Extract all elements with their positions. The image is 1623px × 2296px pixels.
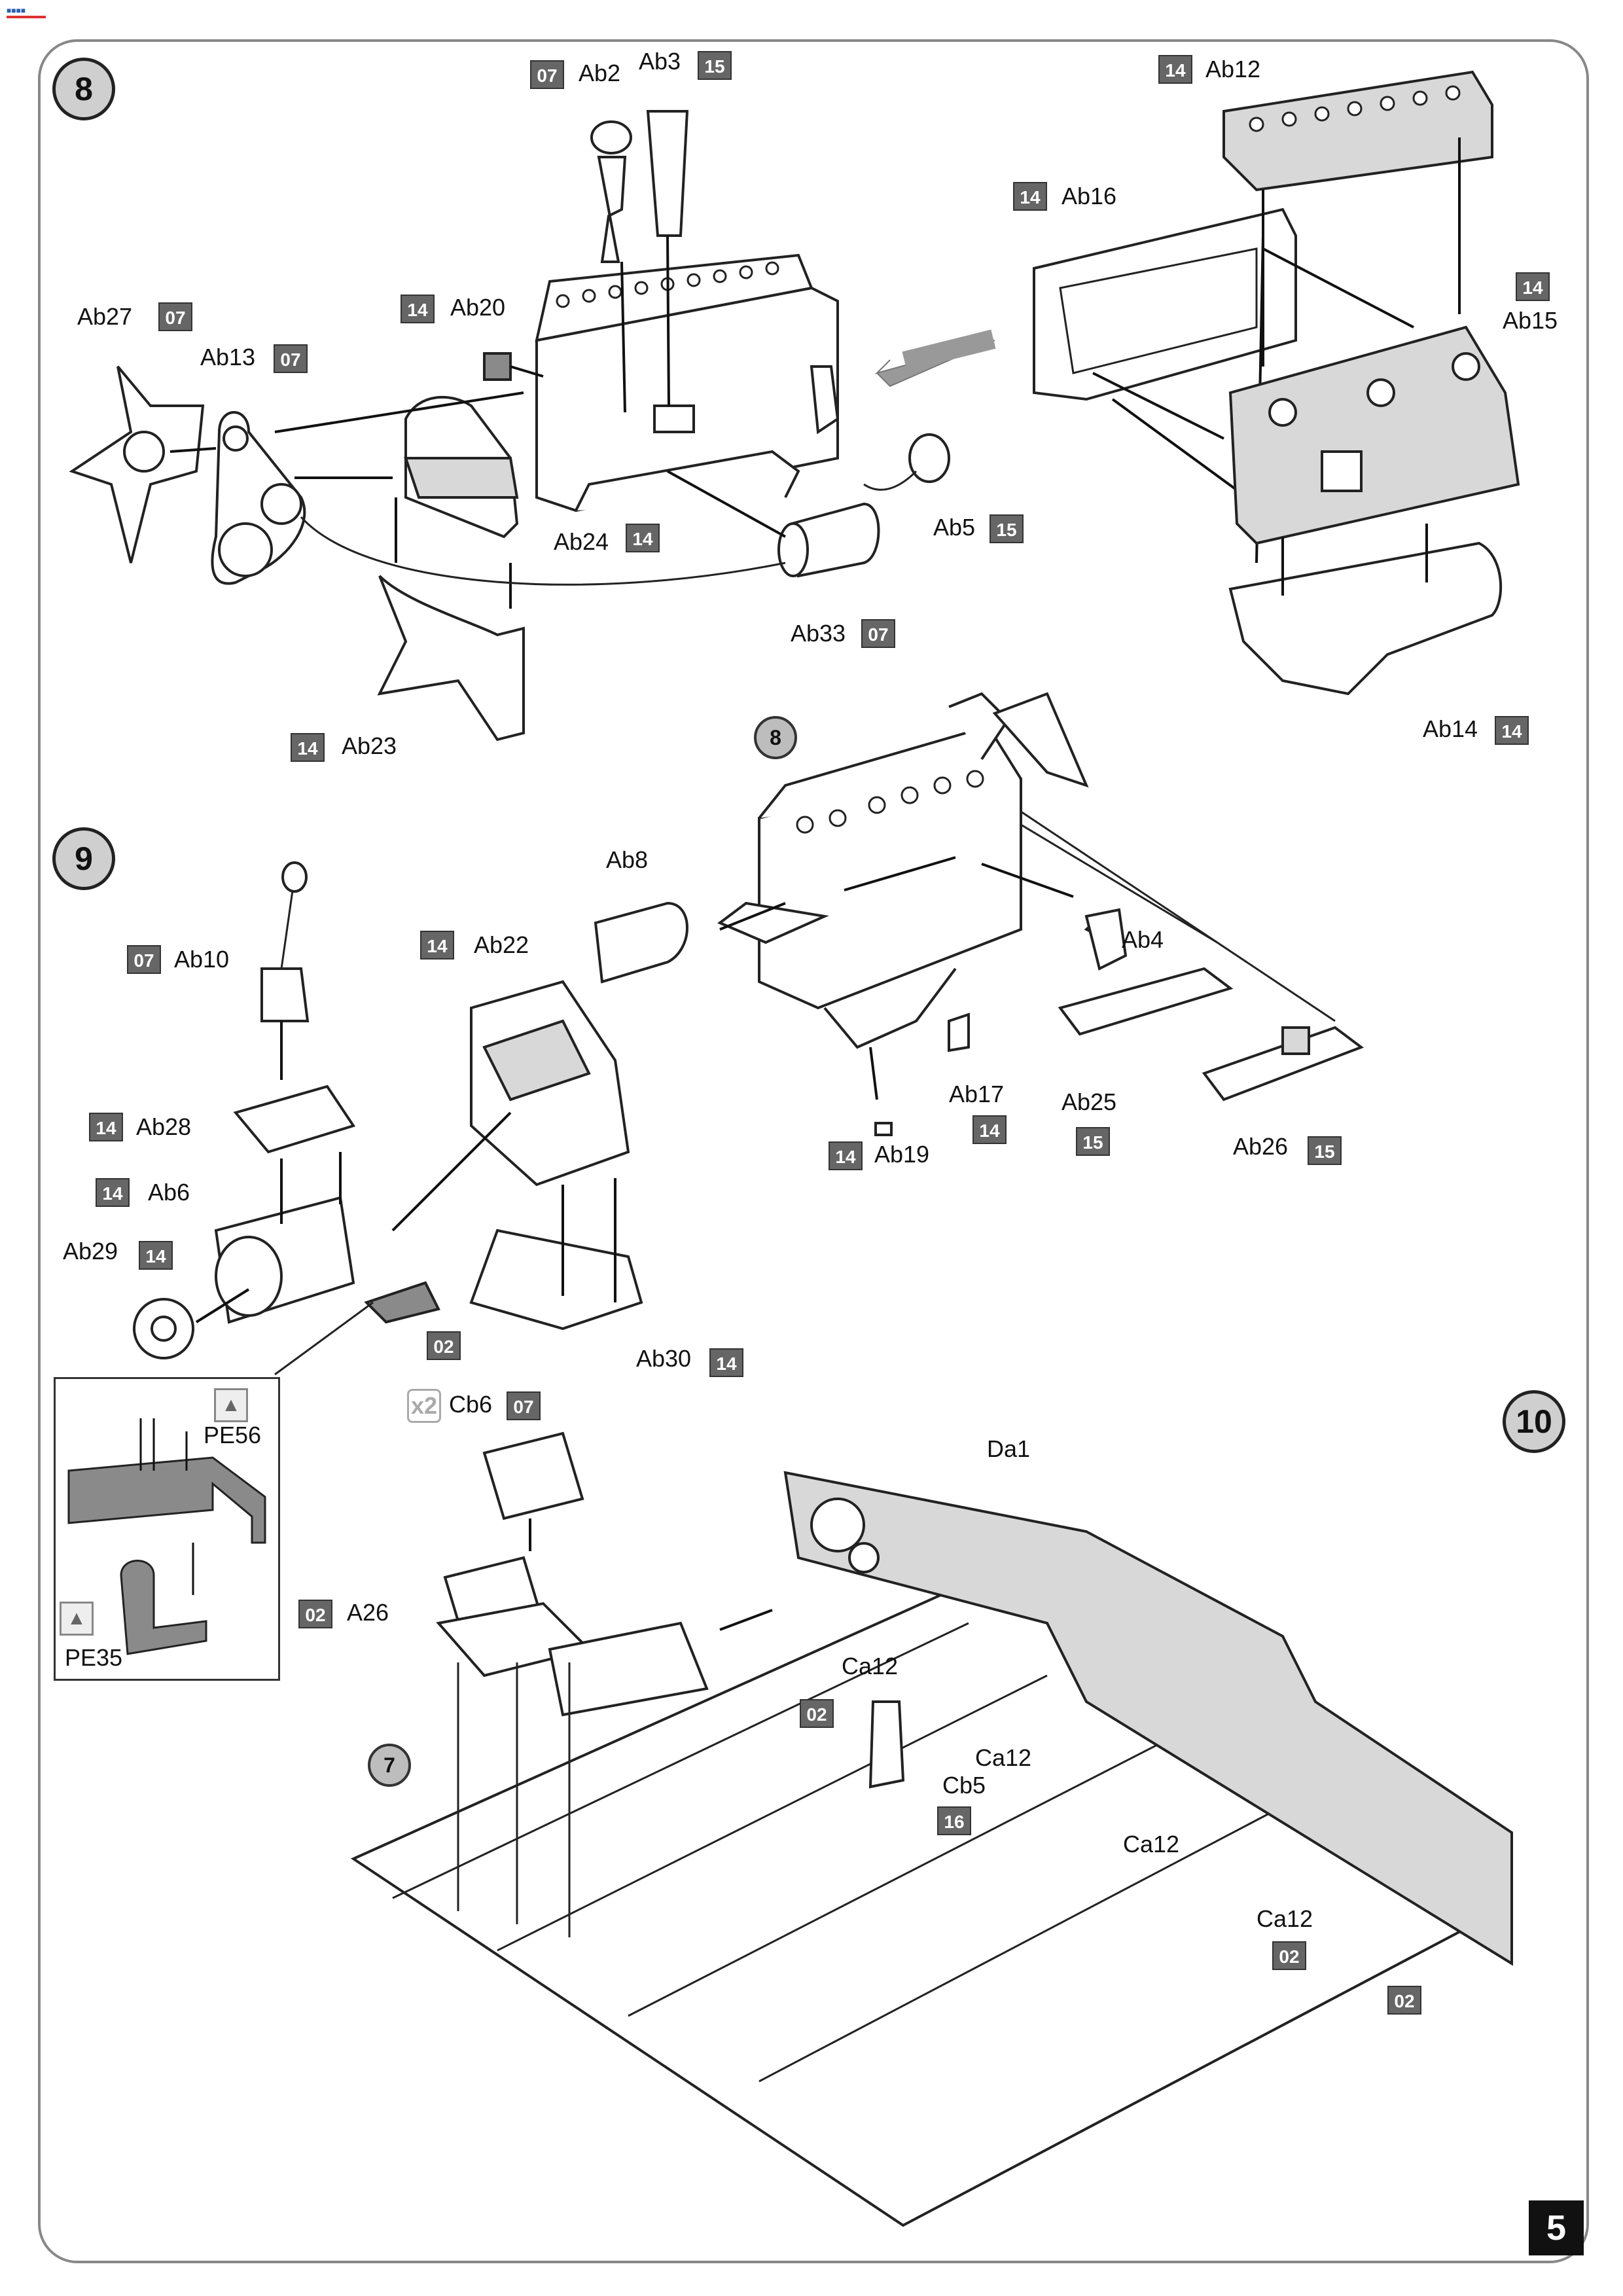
paint-code: 07 [274, 344, 308, 373]
part-label-ca12-1: Ca12 [842, 1653, 899, 1679]
part-label-ab29: Ab29 [63, 1238, 118, 1265]
part-label-ab16: Ab16 [1061, 183, 1117, 209]
paint-code: 14 [1158, 55, 1192, 84]
part-label-ab8: Ab8 [606, 846, 649, 873]
part-label-ab6: Ab6 [148, 1179, 190, 1206]
paint-code: 15 [1076, 1127, 1110, 1156]
part-label-ab30: Ab30 [636, 1345, 692, 1372]
paint-code: 15 [698, 51, 732, 80]
paint-code: 02 [1387, 1986, 1421, 2015]
part-label-ab10: Ab10 [174, 946, 230, 973]
part-label-ab25: Ab25 [1061, 1088, 1117, 1115]
reference-step-8: 8 [754, 716, 797, 759]
engine-assembly-drawing [717, 692, 1118, 1049]
paint-code: 15 [990, 514, 1024, 543]
part-label-a26: A26 [347, 1599, 389, 1626]
paint-code: 07 [127, 945, 161, 974]
paint-code: 14 [420, 931, 454, 960]
paint-code: 16 [937, 1806, 971, 1835]
photo-etch-icon: ▲ [214, 1388, 248, 1422]
paint-code: 14 [291, 733, 325, 762]
part-label-ab13: Ab13 [200, 344, 256, 370]
step-10-marker: 10 [1503, 1390, 1565, 1453]
part-label-da1: Da1 [987, 1435, 1031, 1462]
photo-etch-icon: ▲ [60, 1602, 94, 1636]
part-label-ab26: Ab26 [1233, 1133, 1289, 1160]
part-label-ab12: Ab12 [1205, 56, 1261, 82]
engine-block-drawing [535, 253, 840, 512]
chassis-drawing [350, 1569, 1501, 2227]
paint-code: 02 [298, 1600, 332, 1628]
fan-drawing [69, 365, 217, 564]
part-label-ca12-3: Ca12 [1123, 1831, 1180, 1857]
paint-code: 14 [96, 1178, 130, 1207]
part-label-ab23: Ab23 [342, 732, 397, 759]
page-number: 5 [1529, 2200, 1584, 2255]
paint-code: 14 [626, 524, 660, 552]
photo-etch-inset: ▲ PE56 ▲ PE35 [54, 1377, 280, 1681]
part-label-ab15: Ab15 [1503, 307, 1558, 334]
paint-code: 02 [427, 1331, 461, 1360]
part-label-cb5: Cb5 [942, 1772, 986, 1799]
part-label-ab20: Ab20 [450, 294, 506, 321]
part-label-cb6: Cb6 [449, 1391, 493, 1418]
part-label-ca12-2: Ca12 [975, 1744, 1032, 1771]
part-label-ab3: Ab3 [639, 48, 681, 75]
paint-code: 14 [1013, 182, 1047, 211]
paint-code: 14 [401, 295, 435, 323]
part-label-ca12-4: Ca12 [1257, 1905, 1313, 1932]
part-label-ab27: Ab27 [77, 303, 133, 330]
manufacturer-logo: ■■■■ [5, 4, 50, 21]
paint-code: 14 [1516, 272, 1550, 301]
part-label-ab22: Ab22 [474, 931, 529, 958]
part-label-pe56: PE56 [204, 1422, 262, 1448]
paint-code: 14 [829, 1141, 863, 1170]
photo-etch-drawing [67, 1418, 266, 1655]
part-label-ab24: Ab24 [554, 528, 609, 555]
paint-code: 02 [1272, 1941, 1306, 1970]
page-frame [38, 39, 1589, 2263]
belt-drawing [211, 411, 306, 585]
paint-code: 07 [158, 302, 192, 331]
paint-code: 14 [1495, 716, 1529, 745]
paint-code: 07 [530, 60, 564, 89]
part-label-ab33: Ab33 [791, 620, 846, 647]
part-label-ab28: Ab28 [136, 1113, 192, 1140]
part-label-ab14: Ab14 [1423, 715, 1478, 742]
part-label-ab2: Ab2 [579, 60, 621, 86]
part-label-ab5: Ab5 [933, 514, 976, 541]
svg-text:■■■■: ■■■■ [7, 6, 26, 15]
paint-code: 02 [800, 1699, 834, 1728]
paint-code: 14 [89, 1113, 123, 1141]
reference-step-7: 7 [368, 1744, 411, 1787]
part-label-ab17: Ab17 [949, 1081, 1005, 1107]
paint-code: 07 [507, 1391, 541, 1420]
part-label-ab19: Ab19 [874, 1141, 930, 1168]
part-label-ab4: Ab4 [1122, 926, 1164, 953]
paint-code: 07 [861, 619, 895, 648]
step-8-marker: 8 [52, 58, 115, 120]
paint-code: 15 [1308, 1136, 1342, 1165]
paint-code: 14 [709, 1348, 743, 1377]
part-label-pe35: PE35 [65, 1644, 123, 1671]
paint-code: 14 [972, 1115, 1007, 1144]
paint-code: 14 [139, 1241, 173, 1270]
quantity-multiplier: x2 [407, 1389, 441, 1423]
step-9-marker: 9 [52, 827, 115, 890]
